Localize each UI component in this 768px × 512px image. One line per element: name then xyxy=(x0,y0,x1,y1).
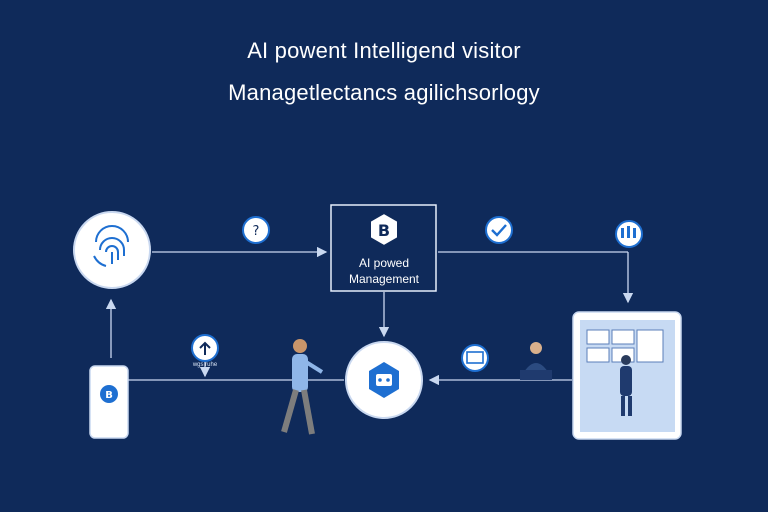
fingerprint-scan-icon xyxy=(93,225,129,267)
management-box-label-line-1: AI powed xyxy=(358,256,410,270)
svg-text:B: B xyxy=(105,390,113,401)
tablet-dashboard-icon xyxy=(586,329,664,363)
phone-badge-icon: B xyxy=(100,385,118,403)
tablet-device[interactable] xyxy=(572,311,682,440)
management-box[interactable]: B xyxy=(330,204,437,292)
scanner-node[interactable] xyxy=(73,211,151,289)
arrow-up-icon xyxy=(199,341,211,355)
small-caption: wgs ruhe xyxy=(192,362,218,368)
people-icon xyxy=(621,226,636,238)
question-badge: ? xyxy=(242,216,270,244)
management-box-label-line-2: Management xyxy=(348,272,420,286)
bot-shield-icon: B xyxy=(369,211,399,248)
people-badge xyxy=(615,220,643,248)
check-icon xyxy=(491,224,507,237)
hexagon-robot-icon xyxy=(369,362,399,398)
hub-node[interactable] xyxy=(345,341,423,419)
walking-person-figure xyxy=(281,339,324,435)
upload-badge xyxy=(191,334,219,362)
seated-agent-figure xyxy=(520,342,552,380)
presenter-figure xyxy=(620,355,632,416)
question-icon: ? xyxy=(253,224,260,239)
phone-device[interactable]: B xyxy=(89,365,129,439)
check-badge xyxy=(485,216,513,244)
diagram-title-line-1: AI powent Intelligend visitor xyxy=(247,38,521,63)
b-glyph: B xyxy=(378,221,390,240)
id-card-icon xyxy=(466,351,484,364)
diagram-title-line-2: Managetlectancs agilichsorlogy xyxy=(228,80,540,105)
id-card-badge xyxy=(461,344,489,372)
